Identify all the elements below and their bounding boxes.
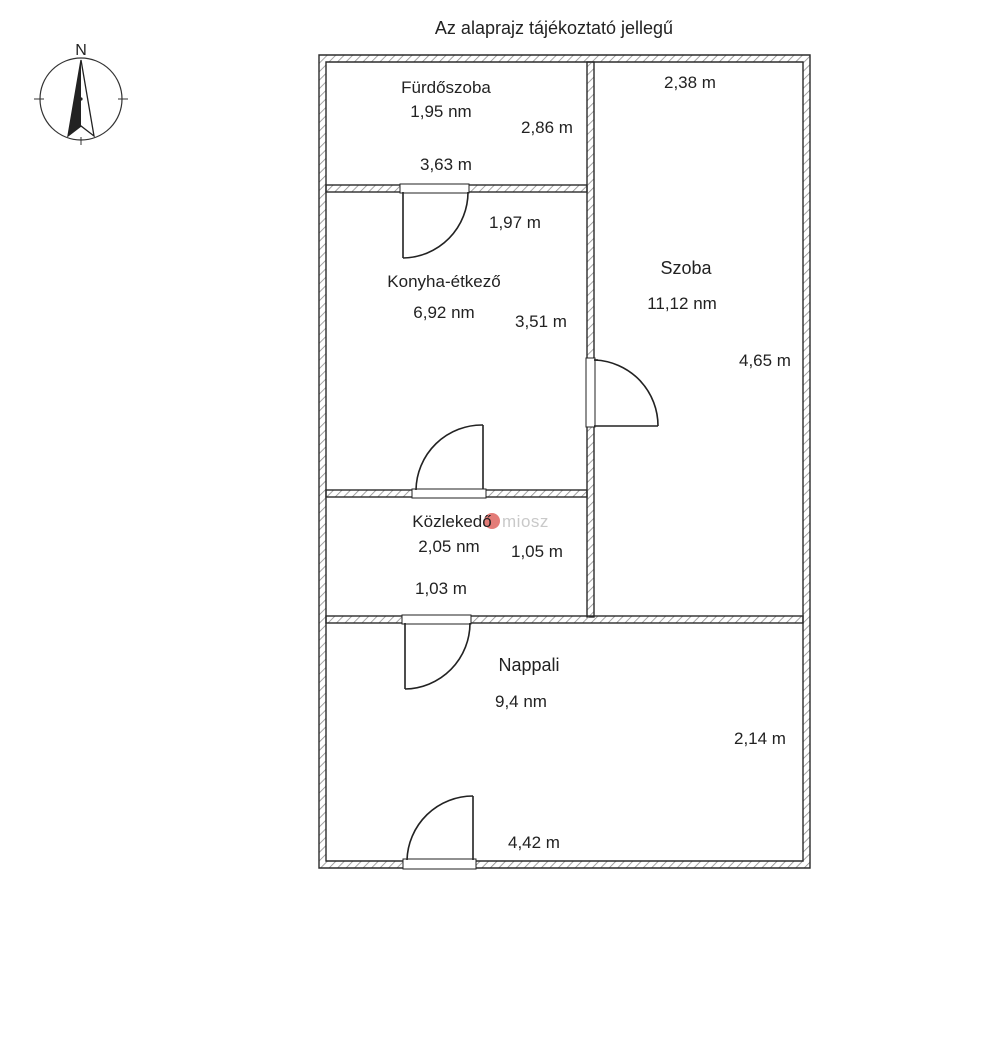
door-kitchen [411,424,487,499]
room-area: 9,4 nm [495,692,547,711]
room-name: Konyha-étkező [387,272,500,291]
watermark-logo: miosz [484,512,549,531]
room-dimension-width: 1,03 m [415,579,467,598]
room-nappali: Nappali 9,4 nm 2,14 m 4,42 m [495,655,786,852]
room-dimension-width: 1,97 m [489,213,541,232]
room-area: 6,92 nm [413,303,474,322]
watermark-text: miosz [502,512,549,531]
door-entrance [402,795,477,870]
room-name: Fürdőszoba [401,78,491,97]
compass-north-label: N [75,42,87,59]
room-dimension-height: 4,65 m [739,351,791,370]
room-dimension-width: 2,38 m [664,73,716,92]
compass-icon: N [34,42,128,145]
door-nappali-inner [401,614,472,690]
room-dimension-width: 3,63 m [420,155,472,174]
room-area: 11,12 nm [647,294,717,313]
room-name: Szoba [660,258,712,278]
room-dimension-width: 4,42 m [508,833,560,852]
room-area: 1,95 nm [410,102,471,121]
door-szoba [585,357,659,428]
room-kozlekedo: Közlekedő 2,05 nm 1,05 m 1,03 m [412,512,563,598]
room-dimension-height: 1,05 m [511,542,563,561]
room-dimension-height: 3,51 m [515,312,567,331]
room-furdoszoba: Fürdőszoba 1,95 nm 2,86 m 3,63 m [401,78,573,174]
room-area: 2,05 nm [418,537,479,556]
room-dimension-height: 2,14 m [734,729,786,748]
doors [399,183,659,870]
room-name: Nappali [498,655,559,675]
room-name: Közlekedő [412,512,491,531]
room-dimension-height: 2,86 m [521,118,573,137]
room-konyha-etkezo: 1,97 m Konyha-étkező 6,92 nm 3,51 m [387,213,567,331]
door-bathroom [399,183,470,259]
plan-disclaimer: Az alaprajz tájékoztató jellegű [435,18,673,38]
room-szoba: 2,38 m Szoba 11,12 nm 4,65 m [647,73,791,370]
